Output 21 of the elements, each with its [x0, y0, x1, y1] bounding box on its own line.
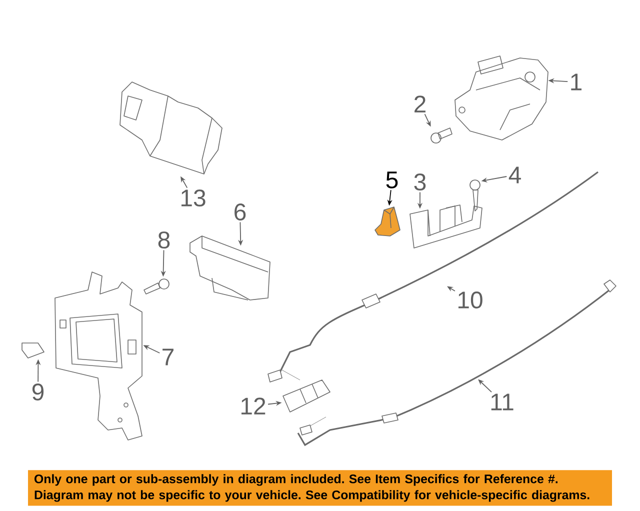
notice-banner: Only one part or sub-assembly in diagram included. See Item Specifics for Reference #. Diagram may not be specific to your vehicle. See Compatibility for vehicle-specific diagrams. — [28, 470, 612, 506]
callout-number: 9 — [32, 384, 44, 400]
callout-number: 2 — [414, 96, 426, 112]
callout-number: 7 — [162, 348, 174, 366]
module-drawing — [190, 236, 270, 300]
bolt-drawing — [144, 278, 170, 294]
callout-number: 1 — [571, 74, 582, 90]
callout-number: 8 — [158, 232, 170, 248]
screw-drawing — [430, 128, 452, 144]
callout-number: 13 — [182, 190, 206, 206]
latch-drawing — [454, 56, 548, 140]
callout-number: 6 — [234, 204, 246, 220]
bracket-drawing — [410, 204, 482, 248]
connector-drawing — [282, 380, 330, 412]
callout-number: 4 — [508, 166, 521, 184]
callout-number: 10 — [458, 292, 482, 308]
clip-drawing — [22, 342, 44, 358]
camera-drawing — [120, 82, 222, 174]
bracket-drawing — [54, 272, 142, 440]
callout-number: 12 — [242, 398, 266, 414]
cable-drawing — [297, 280, 616, 446]
